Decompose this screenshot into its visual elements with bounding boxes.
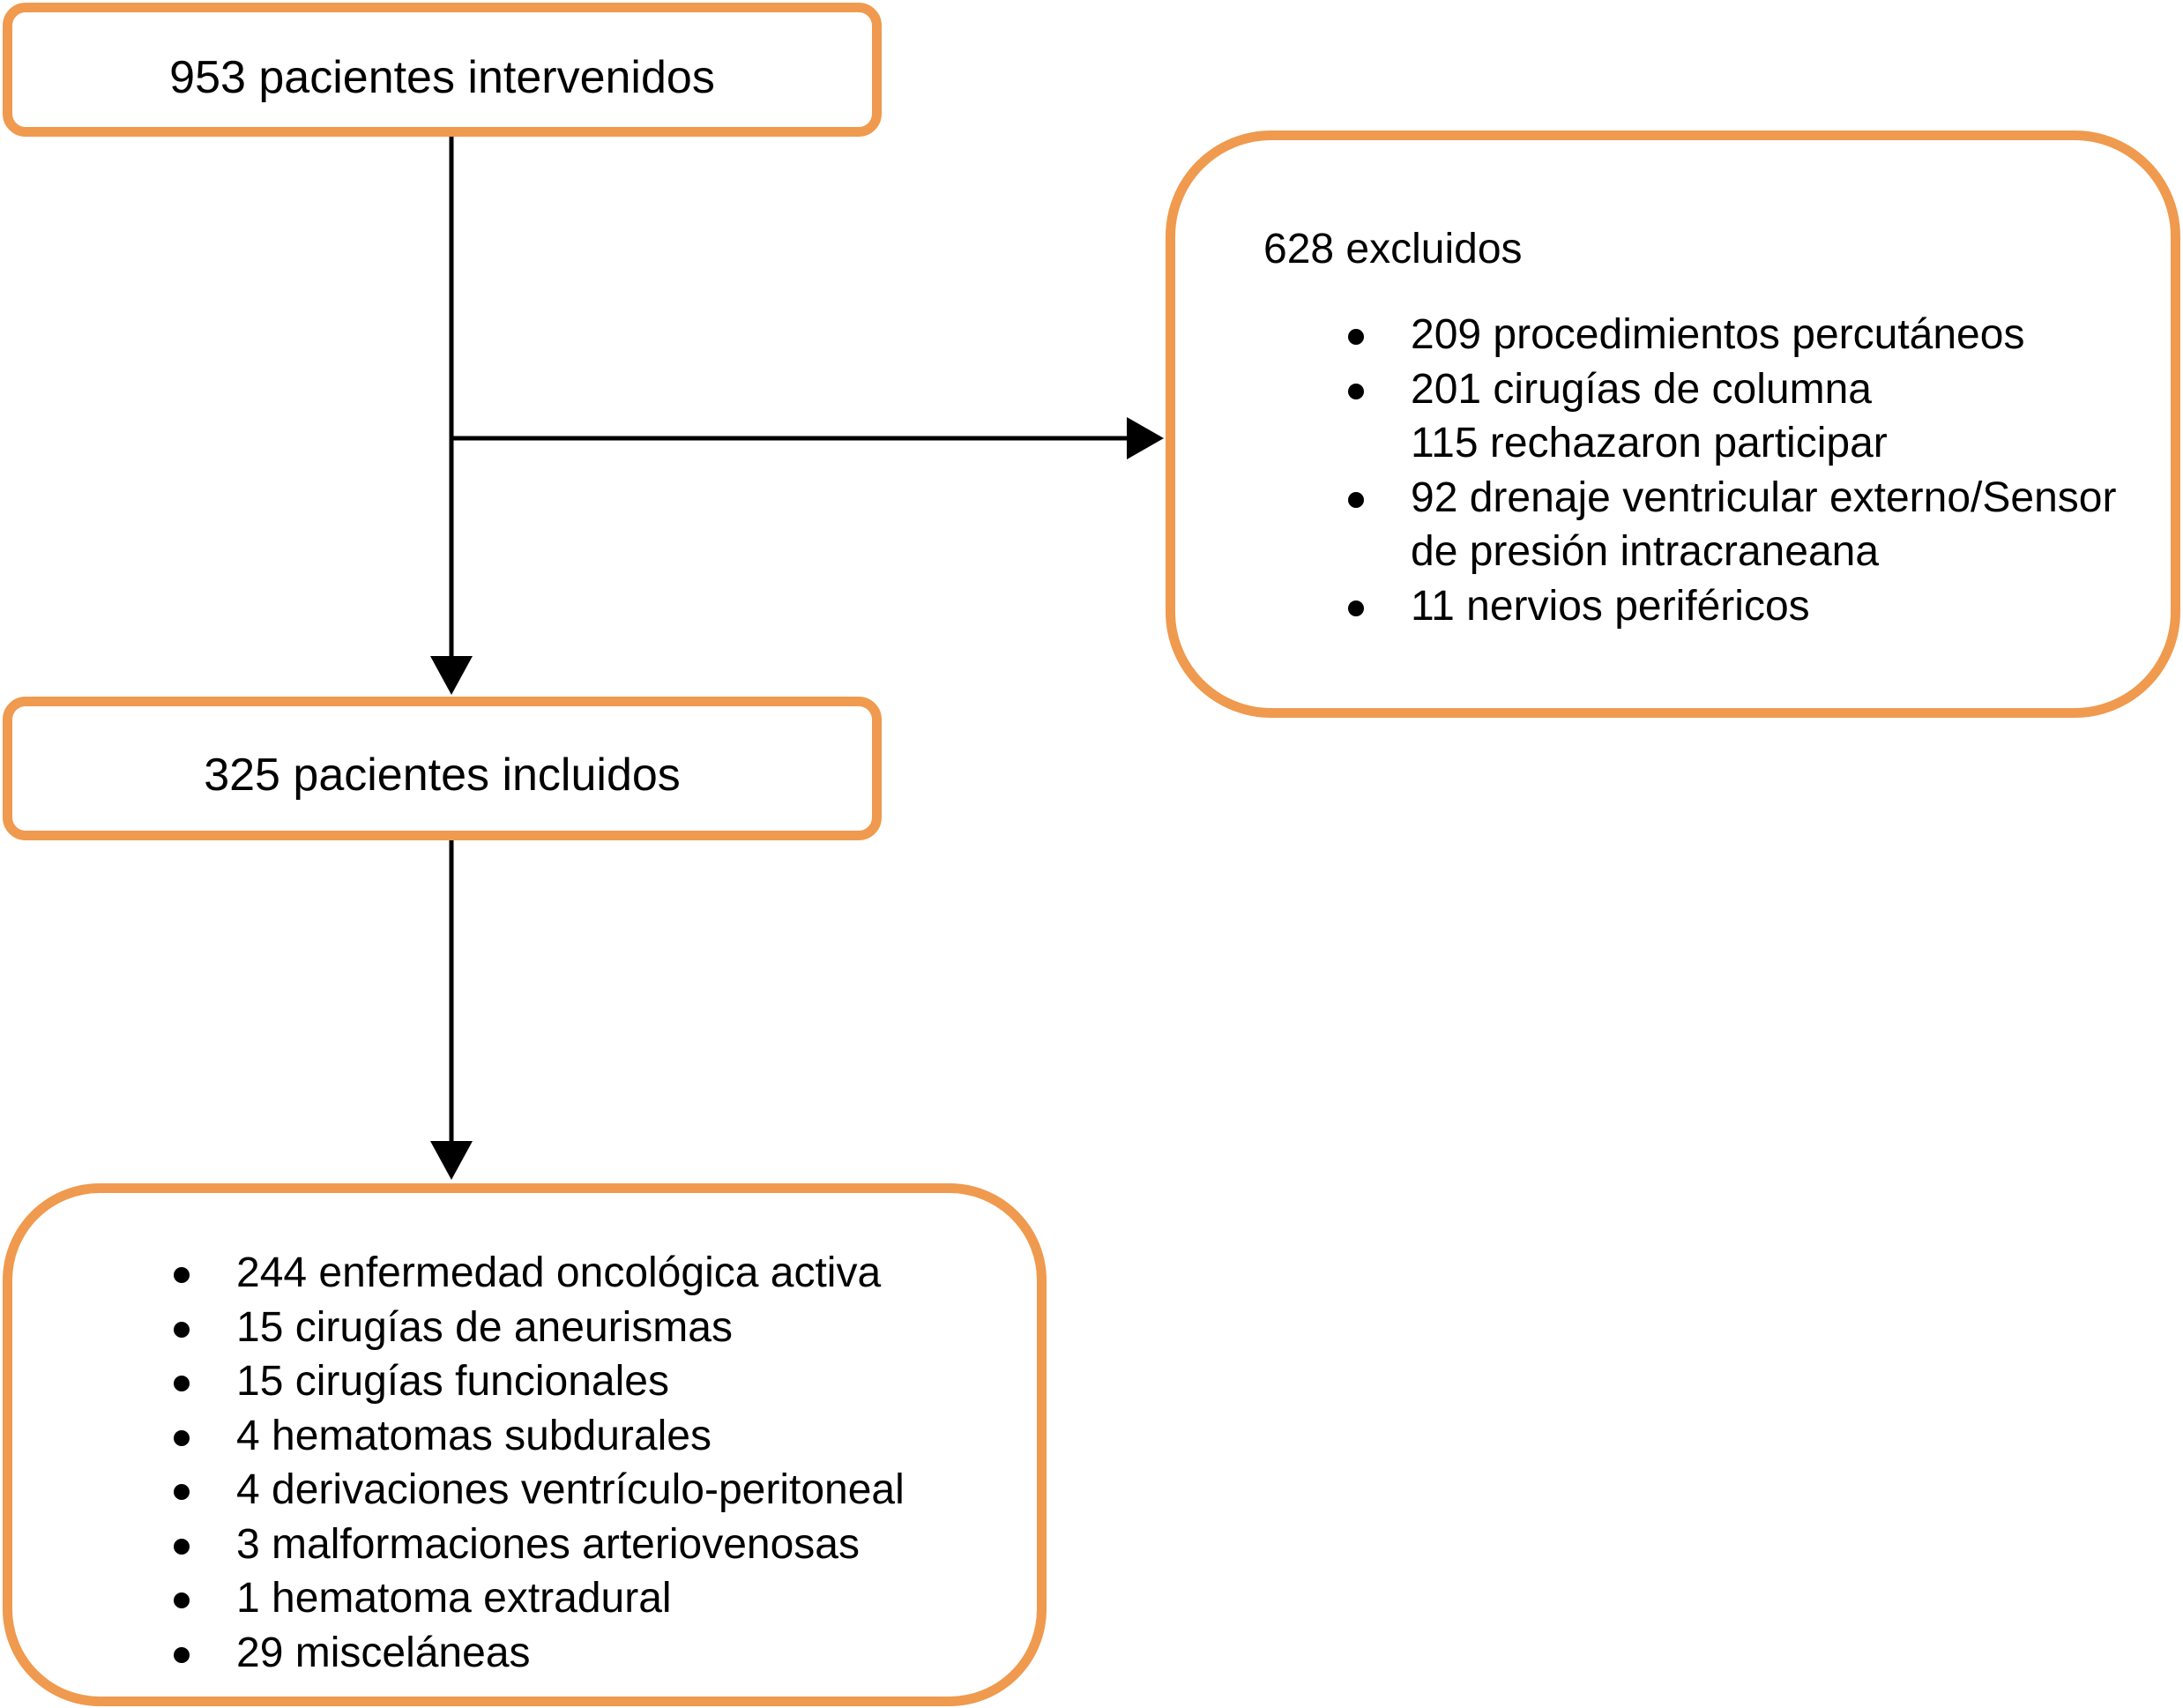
excluded-reason-item: 92 drenaje ventricular externo/Sensor [1347, 471, 2116, 526]
arrowhead-top-to-middle [430, 656, 473, 695]
breakdown-item: 4 hematomas subdurales [174, 1409, 905, 1464]
excluded-reason-item: 201 cirugías de columna [1347, 362, 2116, 417]
arrowhead-middle-to-bottom [430, 1141, 473, 1180]
node-patients-included-label: 325 pacientes incluidos [204, 750, 681, 801]
node-excluded-title: 628 excluidos [1263, 226, 1523, 272]
excluded-reasons-list: 209 procedimientos percutáneos 201 cirug… [1347, 308, 2116, 634]
breakdown-item: 4 derivaciones ventrículo-peritoneal [174, 1463, 905, 1518]
node-excluded: 628 excluidos 209 procedimientos percutá… [1166, 131, 2180, 718]
excluded-reason-item: 209 procedimientos percutáneos [1347, 308, 2116, 362]
breakdown-item: 29 misceláneas [174, 1626, 905, 1681]
node-patients-included: 325 pacientes incluidos [3, 697, 882, 840]
breakdown-item: 15 cirugías funcionales [174, 1354, 905, 1409]
excluded-reason-item: 11 nervios periféricos [1347, 579, 2116, 634]
included-breakdown-list: 244 enfermedad oncológica activa 15 ciru… [174, 1246, 905, 1681]
excluded-reason-item: 115 rechazaron participar [1411, 420, 1888, 466]
arrowhead-to-excluded [1127, 417, 1164, 459]
node-included-breakdown: 244 enfermedad oncológica activa 15 ciru… [3, 1183, 1047, 1706]
breakdown-item: 244 enfermedad oncológica activa [174, 1246, 905, 1301]
node-patients-operated: 953 pacientes intervenidos [3, 3, 882, 137]
excluded-reason-item-continuation: de presión intracraneana [1411, 528, 1880, 575]
breakdown-item: 1 hematoma extradural [174, 1571, 905, 1626]
breakdown-item: 15 cirugías de aneurismas [174, 1301, 905, 1355]
node-patients-operated-label: 953 pacientes intervenidos [169, 52, 715, 103]
breakdown-item: 3 malformaciones arteriovenosas [174, 1518, 905, 1572]
